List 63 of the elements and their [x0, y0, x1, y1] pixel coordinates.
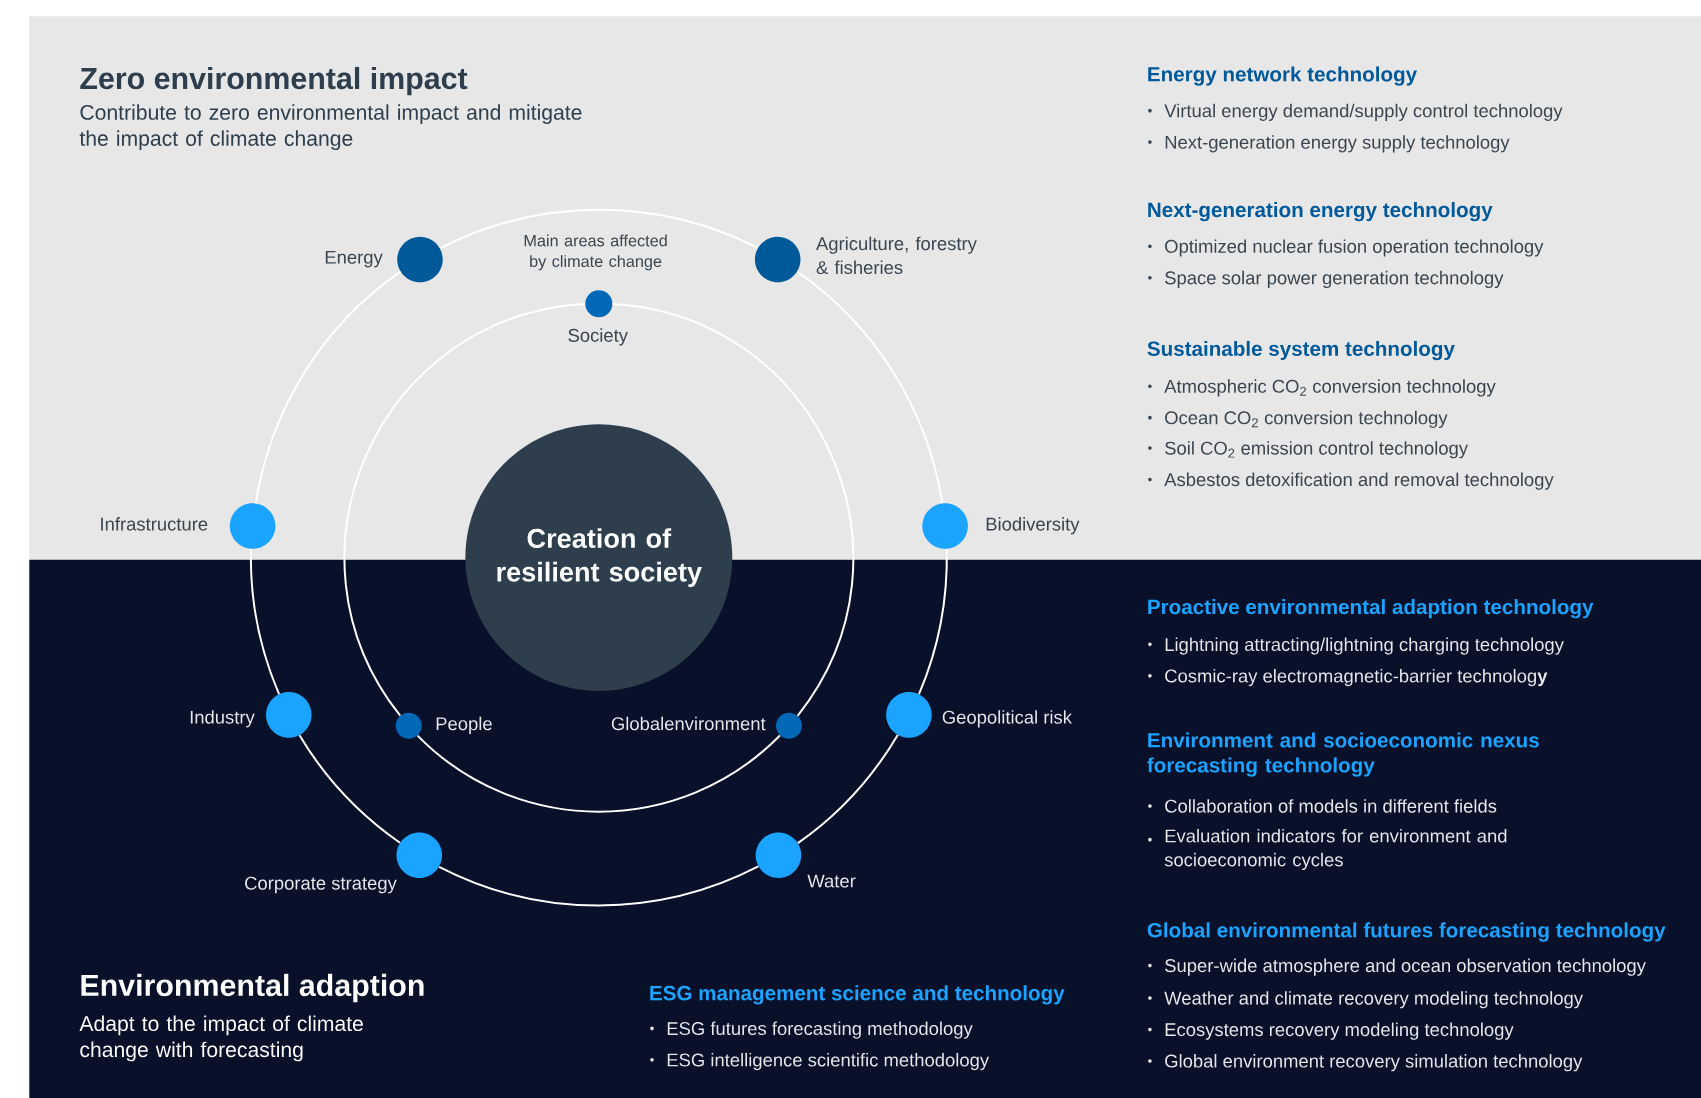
list-heading: Environment and socioeconomic nexus forecasting technology — [1147, 732, 1539, 777]
section-title: Zero environmental impact — [80, 66, 468, 96]
bullet-item: Soil CO$_{2}$ emission control technology — [1148, 441, 1468, 459]
bullet-item: Collaboration of models in different fields — [1148, 799, 1497, 813]
ring-arc — [917, 548, 948, 696]
dot — [266, 692, 312, 738]
section-title: Environmental adaption — [81, 973, 424, 1003]
bullet-item: Lightning attracting/lightning charging technology — [1148, 637, 1564, 655]
dot — [395, 712, 422, 739]
bullet-item: Next-generation energy supply technology — [1148, 135, 1510, 153]
list-heading: Proactive environmental adaption technology — [1148, 599, 1594, 619]
bullet-item: Asbestos detoxification and removal technology — [1148, 472, 1554, 490]
ring-arc — [796, 270, 944, 505]
bullet-item: Ocean CO$_{2}$ conversion technology — [1148, 410, 1448, 428]
dot-label: Energy — [325, 250, 383, 268]
bullet-item: Weather and climate recovery modeling technology — [1148, 991, 1583, 1009]
ring-arc — [438, 865, 760, 907]
section-description: Adapt to the impact of climate change with forecasting — [79, 1015, 363, 1062]
dot-label: Corporate strategy — [245, 876, 397, 894]
dot-label: Industry — [190, 710, 255, 728]
ring-arc — [298, 734, 401, 844]
bullet-item: ESG futures forecasting methodology — [650, 1021, 973, 1039]
dot — [754, 236, 801, 283]
dot — [886, 692, 932, 738]
dot — [775, 712, 802, 739]
dot — [396, 832, 442, 879]
list-heading: Energy network technology — [1148, 66, 1417, 86]
dot-label: Society — [568, 328, 628, 346]
bullet-item: Space solar power generation technology — [1148, 270, 1504, 289]
bullet-item: Global environment recovery simulation technology — [1148, 1054, 1583, 1072]
list-heading: ESG management science and technology — [650, 985, 1065, 1005]
dot — [755, 832, 802, 879]
dot — [922, 503, 968, 549]
dot-label: People — [436, 716, 492, 734]
list-heading: Next-generation energy technology — [1148, 202, 1493, 222]
ring-arc — [796, 734, 899, 845]
dot — [397, 236, 443, 283]
ring-arc — [344, 303, 587, 717]
dot-label: Biodiversity — [986, 517, 1080, 535]
bullet-item: Atmospheric CO$_{2}$ conversion technology — [1148, 379, 1496, 397]
note-text: Main areas affected by climate change — [524, 234, 667, 271]
bullet-item: Cosmic-ray electromagnetic-barrier technology — [1148, 668, 1548, 687]
dot-label: Agriculture, forestry & fisheries — [816, 236, 977, 275]
dot — [585, 290, 613, 318]
dot-label: Globalenvironment — [611, 716, 766, 731]
dot-label: Geopolitical risk — [942, 710, 1072, 728]
bullet-item: Ecosystems recovery modeling technology — [1148, 1022, 1514, 1040]
ring-arc — [254, 270, 402, 505]
dot — [229, 503, 276, 549]
bullet-item: Evaluation indicators for environment and socioeconomic cycles — [1148, 829, 1507, 871]
dot-label: Water — [807, 874, 856, 888]
ring-arc — [249, 548, 281, 696]
section-description: Contribute to zero environmental impact and mitigate the impact of climate change — [79, 104, 582, 151]
ring-arc — [611, 303, 854, 717]
bullet-item: Optimized nuclear fusion operation technology — [1148, 239, 1544, 257]
ring-arc — [439, 208, 759, 250]
dot-label: Infrastructure — [101, 517, 208, 531]
ring-arc — [416, 734, 781, 813]
bullet-item: Super-wide atmosphere and ocean observation technology — [1148, 958, 1646, 976]
list-heading: Global environmental futures forecasting technology — [1147, 922, 1666, 942]
bullet-item: Virtual energy demand/supply control technology — [1148, 103, 1563, 121]
list-heading: Sustainable system technology — [1147, 340, 1455, 361]
bullet-item: ESG intelligence scientific methodology — [650, 1053, 990, 1071]
